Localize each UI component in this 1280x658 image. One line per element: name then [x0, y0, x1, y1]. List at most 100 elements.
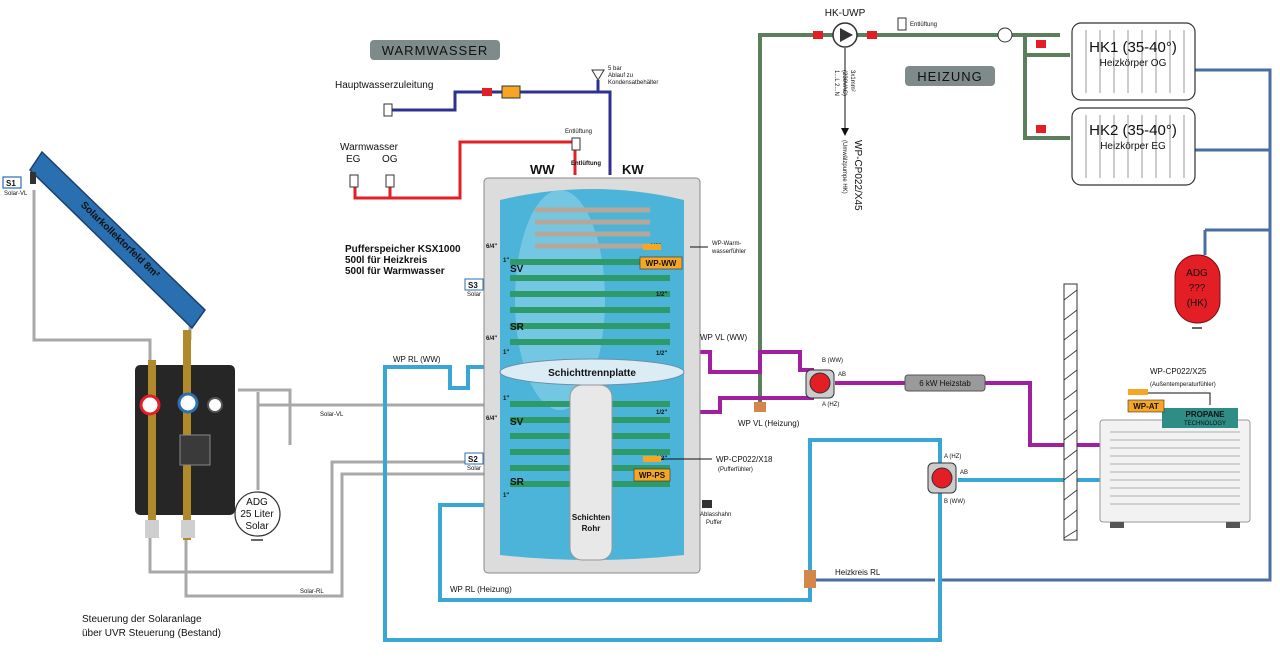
s2-label: S2: [468, 455, 478, 464]
solar-station-outlet-l: [145, 520, 159, 538]
radiator-hk1: HK1 (35-40°) Heizkörper OG: [1071, 22, 1196, 101]
entluftung-tank: Entlüftung: [571, 161, 601, 167]
mains-valve: [482, 88, 492, 96]
s1-badge: [2, 176, 22, 189]
heating-flow-pipe: [758, 33, 1060, 410]
size-1-d: 1": [503, 493, 509, 499]
hk-entluftung-label: Entlüftung: [910, 22, 937, 28]
solar-station-outlet-r: [181, 520, 195, 538]
drain-line1: Ablasshahn: [700, 512, 731, 518]
wp-vl-ww-label: WP VL (WW): [700, 333, 747, 342]
sv-lower: SV: [510, 417, 524, 428]
wp-ww-sensor: [643, 244, 661, 250]
wp-vl-ww-pipe: [700, 350, 814, 383]
storage-title-1: Pufferspeicher KSX1000: [345, 244, 461, 255]
sv-upper: SV: [510, 264, 524, 275]
size-half-c: 1/2": [656, 351, 667, 357]
solar-extra-pipe: [238, 388, 292, 445]
wp-at-tag: [1127, 399, 1165, 413]
hot-water-eg: EG: [346, 154, 361, 165]
hp-sensor-line1: WP-CP022/X25: [1150, 367, 1207, 376]
wp-ps-tag: [633, 468, 671, 482]
separator-label: Schichttrennplatte: [548, 368, 636, 379]
size-half-e: 1/2": [656, 456, 667, 462]
hk2-sub: Heizkörper EG: [1100, 141, 1166, 152]
wp-ps-sensor: [643, 456, 661, 462]
wall: [1063, 283, 1078, 541]
heizung-badge: HEIZUNG: [905, 66, 995, 86]
heating-flow-pipes: [758, 33, 1070, 410]
hk-valve-2: [867, 31, 877, 39]
sr-upper: SR: [510, 322, 525, 333]
drain-valve: [702, 500, 712, 508]
solar-supply-pipe: [32, 190, 152, 370]
solar-gauge-red: [139, 394, 161, 416]
storage-title-2: 500l für Heizkreis: [345, 255, 428, 266]
brand-line2: TECHNOLOGY: [1184, 421, 1226, 427]
wall-hatch: [1063, 289, 1078, 539]
ww-label: WW: [530, 162, 555, 177]
solar-rl-pipe-2: [184, 472, 484, 598]
solar-station-pipe-l: [148, 360, 156, 520]
s3-badge: [464, 278, 484, 291]
safety-valve: [591, 69, 605, 81]
wp-rl-ww-label: WP RL (WW): [393, 355, 441, 364]
s3-sub: Solar: [467, 292, 481, 298]
wp-rl-hz-pipe: [438, 438, 942, 602]
tap-eg: [349, 174, 359, 188]
valve1-b: B (WW): [822, 358, 843, 364]
solar-pump: [179, 434, 211, 466]
pump-ctrl-line2: (Umwälzpumpe HK): [841, 140, 847, 194]
valve1-ab: AB: [838, 372, 846, 378]
tee-fitting-vl: [754, 402, 766, 412]
hk-valve-1: [813, 31, 823, 39]
size-half-d: 1/2": [656, 410, 667, 416]
hp-sensor-line2: (Außentemperaturfühler): [1150, 382, 1216, 388]
solar-pipes: [32, 190, 484, 598]
s2-sub: Solar: [467, 466, 481, 472]
hp-sensor-bar: [1128, 389, 1148, 395]
wp-ww-tag: [639, 256, 683, 270]
s1-sensor: [30, 172, 36, 184]
wp-rl-hz-label: WP RL (Heizung): [450, 585, 512, 594]
solar-gauge-blue: [177, 392, 199, 414]
cold-water-pipes: [390, 80, 612, 175]
adg-solar: ADG 25 Liter Solar: [234, 491, 281, 541]
hk2-title: HK2 (35-40°): [1089, 122, 1177, 139]
ww-sensor-line2: wasserfühler: [711, 249, 746, 255]
valve2-b: B (WW): [944, 499, 965, 505]
heating-return-pipe: [940, 68, 1272, 582]
cable-line3: 1...L 2...N: [833, 70, 839, 96]
upper-coil: [510, 259, 670, 345]
brand-plate: [1162, 408, 1238, 428]
valve1-a: A (HZ): [822, 402, 839, 408]
hot-water-label: Warmwasser: [340, 142, 399, 153]
cable-line1: 3x1mm²: [849, 70, 855, 92]
puffer-sensor-line1: WP-CP022/X18: [716, 455, 773, 464]
heater: 6 kW Heizstab: [904, 374, 986, 392]
adg-solar-line1: ADG: [246, 497, 268, 508]
kw-label: KW: [622, 162, 644, 177]
safety-valve-line2: Ablauf zu: [608, 73, 633, 79]
s1-sub: Solar-VL: [4, 191, 28, 197]
heizung-title: HEIZUNG: [917, 69, 983, 84]
safety-valve-line1: 5 bar: [608, 66, 622, 72]
size-1-a: 1": [503, 258, 509, 264]
size-1-c: 1": [503, 396, 509, 402]
ww-sensor-line1: WP-Warm-: [712, 241, 741, 247]
heater-label: 6 kW Heizstab: [919, 379, 971, 388]
entluftung-tank-valve: [571, 137, 581, 151]
warmwasser-badge: WARMWASSER: [370, 40, 500, 60]
hot-water-og: OG: [382, 154, 398, 165]
hk-entluftung-valve: [897, 17, 907, 31]
adg-solar-line3: Solar: [245, 521, 269, 532]
heat-pump-unit: PROPANE TECHNOLOGY: [1099, 408, 1251, 528]
solar-vl-label: Solar-VL: [320, 412, 344, 418]
size-6-4-a: 6/4": [486, 244, 497, 250]
hk-pump-label: HK-UWP: [825, 8, 866, 19]
adg-hk-line2: ???: [1189, 283, 1206, 294]
heizkreis-rl-label: Heizkreis RL: [835, 568, 881, 577]
hp-sensor-arrow: [1130, 392, 1211, 405]
valve-1: [805, 369, 835, 399]
adg-hk: ADG ??? (HK): [1174, 254, 1221, 329]
